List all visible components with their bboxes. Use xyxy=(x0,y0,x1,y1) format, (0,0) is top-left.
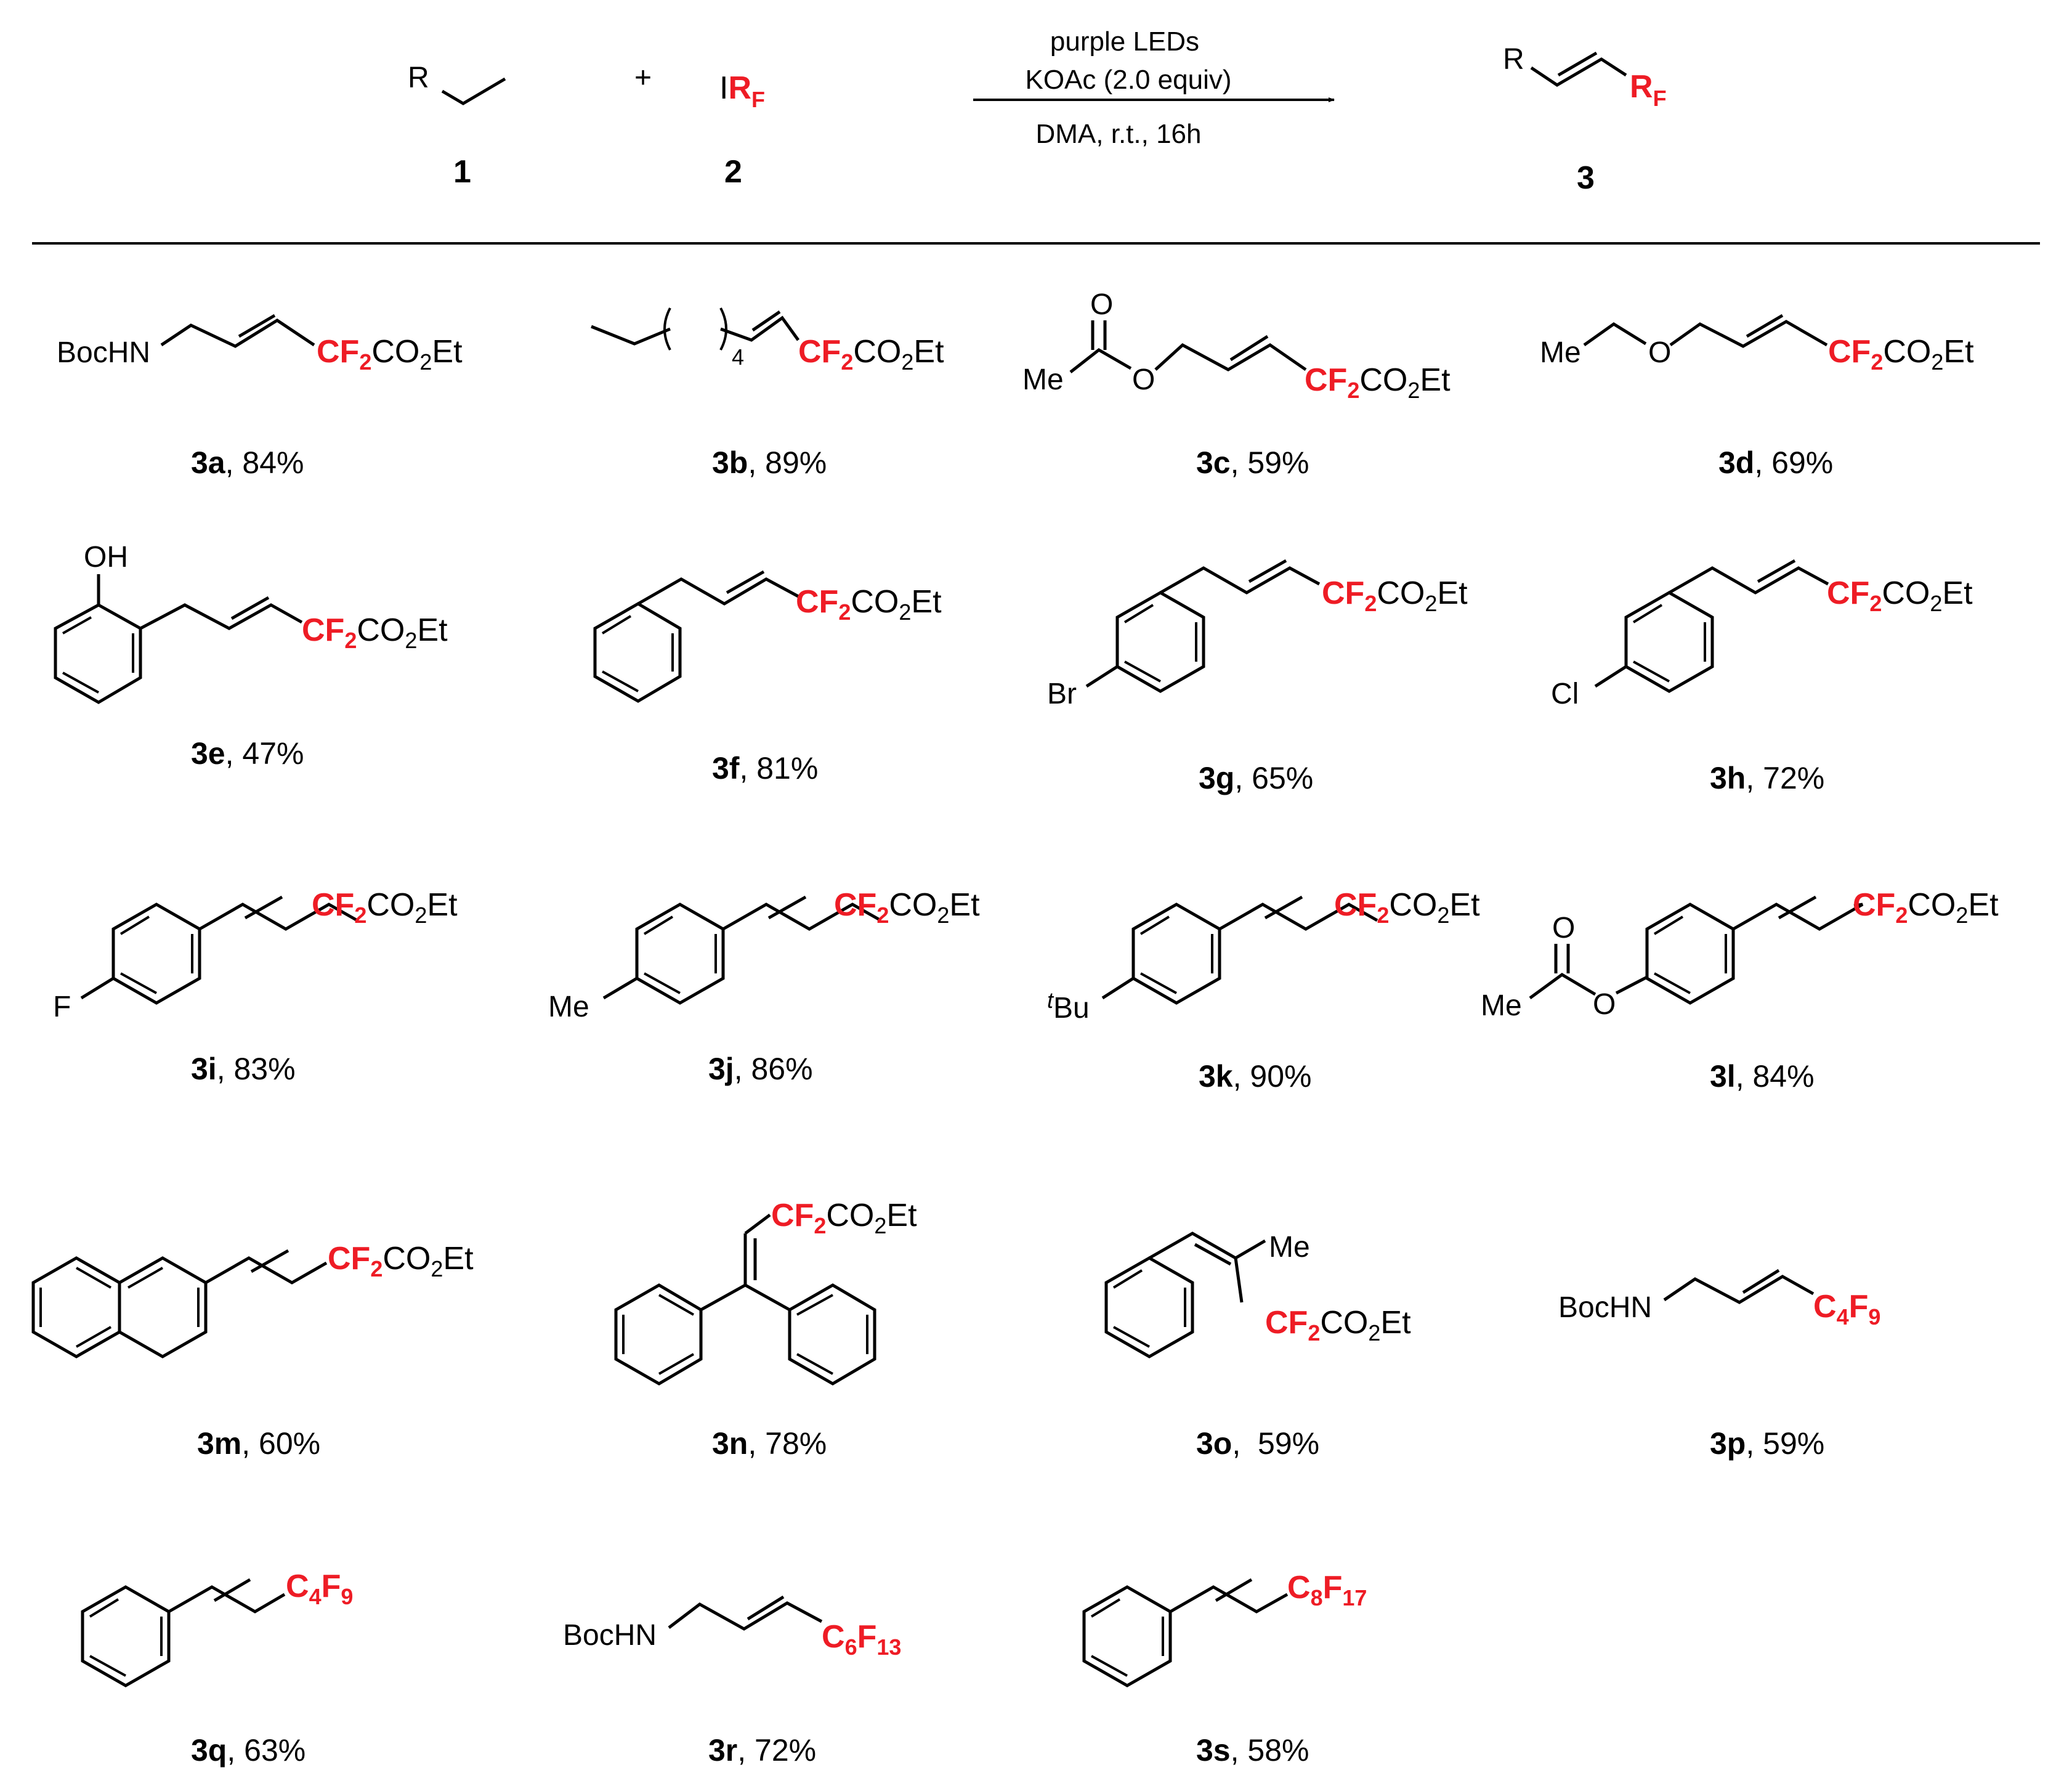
svg-text:Me: Me xyxy=(1540,336,1581,369)
compound-3o: Me CF2CO2Et 3o, 59% xyxy=(1104,1231,1411,1461)
compound-label-3s: 3s, 58% xyxy=(1196,1733,1309,1768)
compound-3d: Me O CF2CO2Et 3d, 69% xyxy=(1540,314,1974,480)
svg-text:O: O xyxy=(1132,363,1155,396)
compound-number-3: 3 xyxy=(1577,160,1595,196)
compound-3s: C8F17 3s, 58% xyxy=(1082,1570,1367,1768)
compound-label-3p: 3p, 59% xyxy=(1710,1426,1824,1461)
svg-text:CF2CO2Et: CF2CO2Et xyxy=(771,1198,917,1238)
svg-text:Cl: Cl xyxy=(1551,678,1579,710)
svg-text:O: O xyxy=(1648,336,1671,369)
compound-number-1: 1 xyxy=(453,154,471,190)
svg-text:BocHN: BocHN xyxy=(563,1619,657,1652)
compound-label-3h: 3h, 72% xyxy=(1710,761,1824,795)
compound-label-3i: 3i, 83% xyxy=(191,1052,296,1086)
svg-text:O: O xyxy=(1593,988,1616,1021)
svg-text:CF2CO2Et: CF2CO2Et xyxy=(302,612,448,653)
svg-text:CF2CO2Et: CF2CO2Et xyxy=(328,1241,474,1281)
compound-3q: C4F9 3q, 63% xyxy=(81,1569,353,1768)
compound-3e: OH CF2CO2Et 3e, 47% xyxy=(54,541,448,771)
compound-label-3j: 3j, 86% xyxy=(708,1052,813,1086)
svg-text:CF2CO2Et: CF2CO2Et xyxy=(1828,334,1974,375)
compound-3b: 4 CF2CO2Et 3b, 89% xyxy=(591,307,944,480)
r-label: R xyxy=(1503,43,1524,76)
compound-3p: BocHN C4F9 3p, 59% xyxy=(1558,1268,1880,1461)
reactant-iodide: IRF 2 xyxy=(719,70,765,190)
compound-label-3n: 3n, 78% xyxy=(712,1426,827,1461)
svg-text:Me: Me xyxy=(1481,989,1522,1022)
svg-text:Me: Me xyxy=(1022,363,1064,396)
compound-label-3q: 3q, 63% xyxy=(191,1733,306,1768)
compound-label-3c: 3c, 59% xyxy=(1196,445,1309,480)
svg-text:C4F9: C4F9 xyxy=(1813,1289,1880,1329)
compound-label-3b: 3b, 89% xyxy=(712,445,827,480)
compound-3m: CF2CO2Et 3m, 60% xyxy=(31,1241,474,1461)
reaction-header: R 1 + IRF 2 purple LEDs KOAc (2.0 equiv)… xyxy=(408,26,1667,196)
compound-3j: Me CF2CO2Et 3j, 86% xyxy=(548,887,980,1086)
compound-3f: CF2CO2Et 3f, 81% xyxy=(593,570,942,785)
compound-3k: tBu CF2CO2Et 3k, 90% xyxy=(1047,887,1480,1094)
svg-text:CF2CO2Et: CF2CO2Et xyxy=(1322,575,1468,616)
compound-label-3l: 3l, 84% xyxy=(1710,1059,1815,1094)
svg-text:O: O xyxy=(1090,288,1113,321)
svg-text:Br: Br xyxy=(1047,678,1077,710)
condition-solvent: DMA, r.t., 16h xyxy=(1036,119,1202,149)
compound-number-2: 2 xyxy=(724,154,742,190)
svg-text:4: 4 xyxy=(732,344,744,370)
svg-text:Me: Me xyxy=(1269,1231,1310,1264)
svg-text:BocHN: BocHN xyxy=(1558,1291,1652,1324)
svg-text:C6F13: C6F13 xyxy=(822,1619,901,1660)
svg-text:OH: OH xyxy=(84,541,128,574)
svg-text:C4F9: C4F9 xyxy=(286,1569,353,1609)
compound-3r: BocHN C6F13 3r, 72% xyxy=(563,1595,901,1768)
svg-text:CF2CO2Et: CF2CO2Et xyxy=(798,334,944,375)
svg-text:CF2CO2Et: CF2CO2Et xyxy=(1827,575,1973,616)
svg-text:RF: RF xyxy=(1630,69,1667,111)
reactant-alkene: R 1 xyxy=(408,62,506,190)
compound-3a: BocHN CF2CO2Et 3a, 84% xyxy=(57,314,463,480)
svg-text:IRF: IRF xyxy=(719,70,765,112)
compound-label-3r: 3r, 72% xyxy=(708,1733,816,1768)
condition-light: purple LEDs xyxy=(1050,26,1199,57)
svg-text:Me: Me xyxy=(548,991,589,1023)
compound-label-3d: 3d, 69% xyxy=(1718,445,1833,480)
compound-3n: CF2CO2Et 3n, 78% xyxy=(614,1198,917,1461)
compound-3c: O Me O CF2CO2Et 3c, 59% xyxy=(1022,288,1451,480)
svg-text:CF2CO2Et: CF2CO2Et xyxy=(834,887,980,928)
compound-3g: Br CF2CO2Et 3g, 65% xyxy=(1047,559,1468,795)
compound-label-3a: 3a, 84% xyxy=(191,445,304,480)
svg-text:CF2CO2Et: CF2CO2Et xyxy=(1853,887,1999,928)
compound-3l: O Me O CF2CO2Et 3l, 84% xyxy=(1481,887,1999,1094)
compound-label-3f: 3f, 81% xyxy=(712,751,818,785)
svg-text:CF2CO2Et: CF2CO2Et xyxy=(317,334,463,375)
plus-sign: + xyxy=(634,62,652,94)
r-label: R xyxy=(408,62,429,94)
svg-text:O: O xyxy=(1552,912,1575,944)
compound-label-3k: 3k, 90% xyxy=(1199,1059,1311,1094)
product-general: R RF 3 xyxy=(1503,43,1667,196)
reaction-conditions: purple LEDs KOAc (2.0 equiv) DMA, r.t., … xyxy=(973,26,1335,149)
svg-text:CF2CO2Et: CF2CO2Et xyxy=(1265,1305,1411,1346)
compound-label-3m: 3m, 60% xyxy=(197,1426,320,1461)
svg-text:CF2CO2Et: CF2CO2Et xyxy=(1305,362,1451,403)
svg-text:C8F17: C8F17 xyxy=(1287,1570,1367,1610)
svg-text:BocHN: BocHN xyxy=(57,336,150,369)
compound-3h: Cl CF2CO2Et 3h, 72% xyxy=(1551,559,1973,795)
compound-3i: F CF2CO2Et 3i, 83% xyxy=(53,887,458,1086)
condition-base: KOAc (2.0 equiv) xyxy=(1025,65,1231,95)
svg-text:CF2CO2Et: CF2CO2Et xyxy=(796,584,942,625)
svg-text:CF2CO2Et: CF2CO2Et xyxy=(312,887,458,928)
svg-text:CF2CO2Et: CF2CO2Et xyxy=(1334,887,1480,928)
compound-label-3e: 3e, 47% xyxy=(191,736,304,771)
svg-text:F: F xyxy=(53,991,71,1023)
svg-text:tBu: tBu xyxy=(1047,988,1090,1025)
compound-label-3g: 3g, 65% xyxy=(1199,761,1313,795)
compound-label-3o: 3o, 59% xyxy=(1196,1426,1319,1461)
